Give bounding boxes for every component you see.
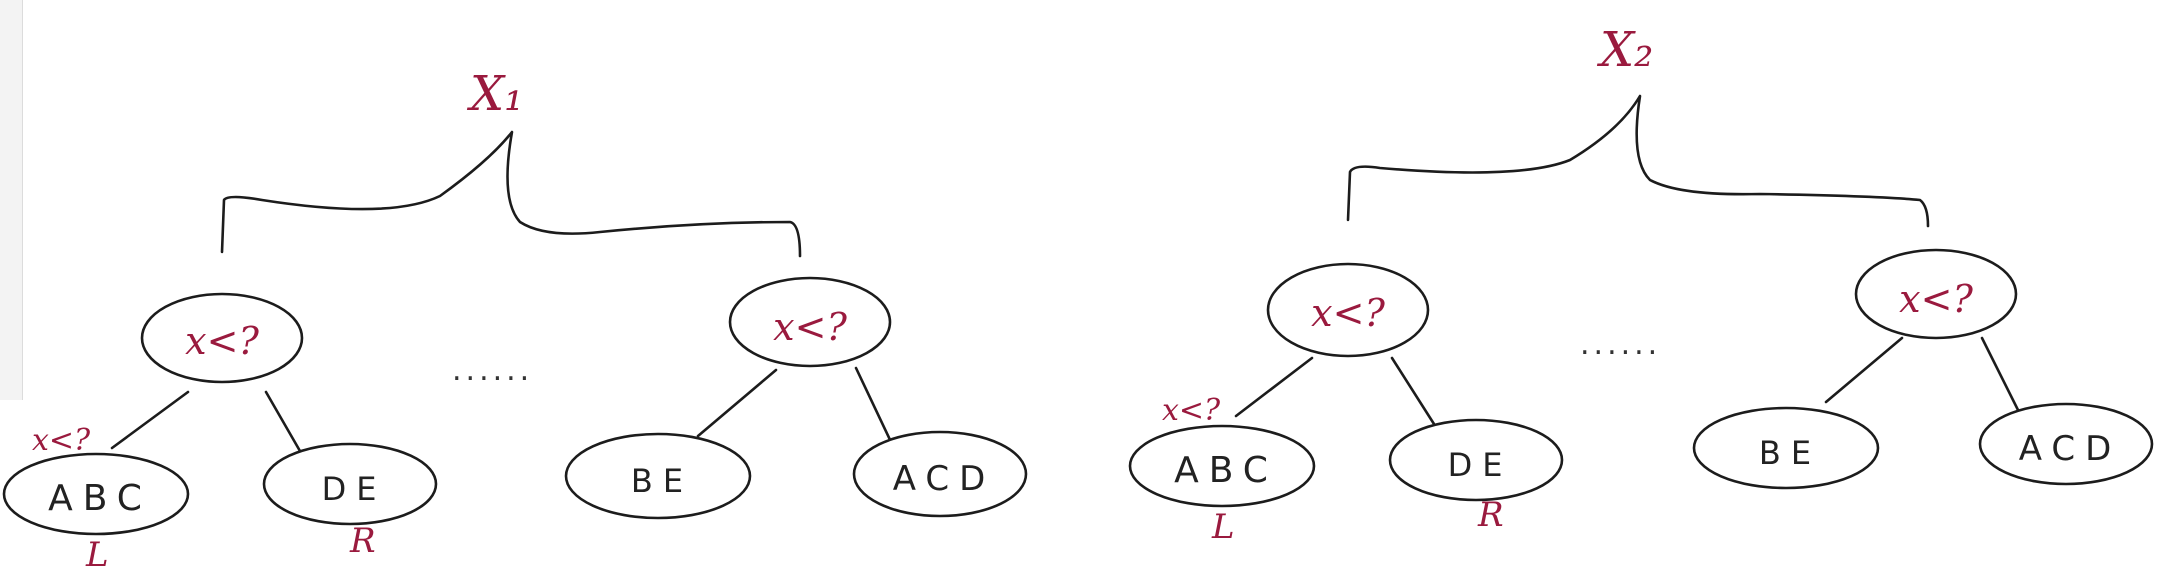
leaf-node: DE (262, 442, 438, 526)
feature-brace (220, 130, 802, 258)
leaf-label: ACD (2019, 429, 2122, 469)
tree-feature-label: X₁ (466, 66, 523, 122)
ellipsis: ...... (452, 353, 533, 388)
edge-line (1390, 356, 1436, 426)
edge-line (1824, 336, 1904, 404)
left-side-label: L (1211, 507, 1235, 547)
tree-feature-label: X₂ (1596, 22, 1653, 78)
tree-x1: X₁ x<? x<? ABC DE BE AC (2, 66, 1028, 575)
split-node-label: x<? (185, 319, 259, 363)
leaf-node: DE (1388, 418, 1564, 502)
left-side-label: L (85, 535, 109, 575)
split-node: x<? (1266, 262, 1430, 358)
split-node: x<? (1854, 248, 2018, 340)
leaf-node: BE (1692, 406, 1880, 490)
leaf-label: ACD (893, 459, 996, 499)
edge-line (264, 390, 306, 460)
leaf-label: DE (322, 470, 387, 508)
leaf-node: ACD (1978, 402, 2154, 486)
split-node: x<? (728, 276, 892, 368)
right-side-label: R (1477, 495, 1504, 535)
split-node-label: x<? (1899, 277, 1973, 321)
split-node: x<? (140, 292, 304, 384)
edge-line (1980, 336, 2020, 412)
leaf-label: BE (631, 462, 693, 500)
leaf-node: BE (564, 432, 752, 520)
feature-brace (1346, 94, 1930, 228)
edge-line (110, 390, 190, 450)
split-node-label: x<? (773, 305, 847, 349)
split-node-label: x<? (1311, 291, 1385, 335)
leaf-label: BE (1759, 434, 1821, 472)
leaf-split-label: x<? (32, 423, 91, 458)
edge-line (696, 368, 778, 438)
leaf-node: ABC (1128, 424, 1316, 508)
tree-x2: X₂ x<? x<? ABC DE BE AC (1128, 22, 2154, 547)
leaf-node: ACD (852, 430, 1028, 518)
leaf-label: ABC (48, 478, 152, 519)
leaf-label: ABC (1174, 450, 1278, 491)
edge-line (854, 366, 894, 446)
left-window-edge (0, 0, 23, 400)
leaf-split-label: x<? (1162, 393, 1221, 428)
ellipsis: ...... (1580, 327, 1661, 362)
leaf-node: ABC (2, 452, 190, 536)
leaf-label: DE (1448, 446, 1513, 484)
edge-line (1234, 356, 1314, 418)
right-side-label: R (349, 521, 376, 561)
